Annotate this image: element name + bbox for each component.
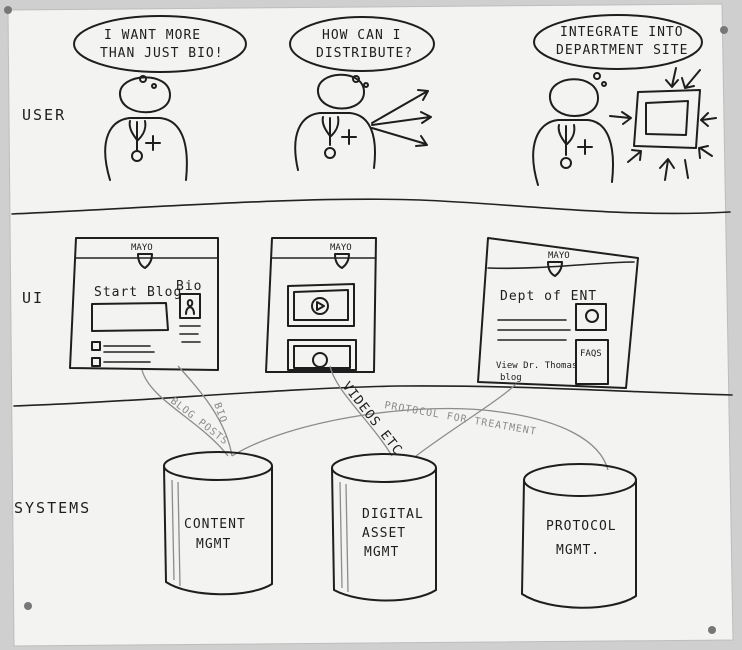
blog-page-title: Start Blog	[94, 285, 182, 300]
view-blog-link-line1: View Dr. Thomas	[496, 361, 577, 371]
person-icon	[294, 73, 376, 171]
bio-photo	[179, 293, 201, 319]
system-label: CONTENT	[184, 517, 246, 532]
system-content-mgmt: CONTENT MGMT	[163, 451, 273, 596]
mayo-shield-icon	[334, 253, 350, 269]
thought-text: DEPARTMENT SITE	[556, 43, 688, 58]
thought-text: HOW CAN I	[322, 28, 401, 43]
mayo-logo: MAYO	[131, 243, 153, 253]
checkbox-icon	[91, 341, 101, 367]
thought-text: DISTRIBUTE?	[316, 46, 413, 61]
user-1: I WANT MORE THAN JUST BIO!	[73, 15, 247, 181]
distribute-arrows-icon	[371, 89, 432, 147]
mayo-logo: MAYO	[548, 251, 570, 261]
thought-text: I WANT MORE	[104, 28, 201, 43]
thought-bubble	[533, 14, 703, 70]
faqs-box	[575, 339, 609, 385]
thought-text: THAN JUST BIO!	[100, 46, 224, 61]
row-label-systems: SYSTEMS	[14, 499, 91, 517]
pushpin-icon	[708, 626, 716, 634]
mayo-shield-icon	[547, 261, 563, 277]
department-site-icon	[633, 89, 701, 149]
mayo-shield-icon	[137, 253, 153, 269]
system-label: PROTOCOL	[546, 519, 617, 534]
system-label: MGMT	[196, 537, 231, 552]
video-player	[287, 283, 355, 327]
system-label: MGMT	[364, 545, 399, 560]
pushpin-icon	[720, 26, 728, 34]
thought-text: INTEGRATE INTO	[560, 25, 684, 40]
row-divider	[11, 198, 731, 215]
person-icon	[532, 78, 614, 186]
user-2: HOW CAN I DISTRIBUTE?	[289, 16, 435, 171]
ui-screen-video: MAYO	[265, 237, 377, 373]
dept-page-title: Dept of ENT	[500, 289, 597, 304]
system-protocol-mgmt: PROTOCOL MGMT.	[521, 463, 637, 609]
bio-tag: Bio	[176, 279, 202, 294]
ui-screen-department: MAYO Dept of ENT FAQS View Dr. Thomas bl…	[477, 237, 639, 389]
faqs-label: FAQS	[580, 349, 602, 359]
play-icon	[312, 352, 328, 368]
person-icon	[104, 76, 188, 181]
play-icon	[311, 297, 329, 315]
pushpin-icon	[4, 6, 12, 14]
system-label: ASSET	[362, 526, 406, 541]
mayo-logo: MAYO	[330, 243, 352, 253]
play-icon	[585, 309, 599, 323]
blog-text-box	[91, 302, 169, 332]
ui-screen-blog: MAYO Start Blog Bio	[69, 237, 219, 371]
view-blog-link-line2: blog	[500, 373, 522, 383]
paper-sheet	[7, 3, 734, 647]
system-label: DIGITAL	[362, 507, 424, 522]
row-divider	[13, 385, 733, 407]
thought-bubble	[73, 15, 247, 73]
video-thumb	[575, 303, 607, 331]
row-label-ui: UI	[22, 289, 44, 307]
system-digital-asset-mgmt: DIGITAL ASSET MGMT	[331, 453, 437, 602]
user-3: INTEGRATE INTO DEPARTMENT SITE	[532, 14, 717, 186]
video-player	[287, 339, 357, 371]
thought-bubble	[289, 16, 435, 72]
pushpin-icon	[24, 602, 32, 610]
system-label: MGMT.	[556, 543, 600, 558]
row-label-user: USER	[22, 106, 66, 124]
